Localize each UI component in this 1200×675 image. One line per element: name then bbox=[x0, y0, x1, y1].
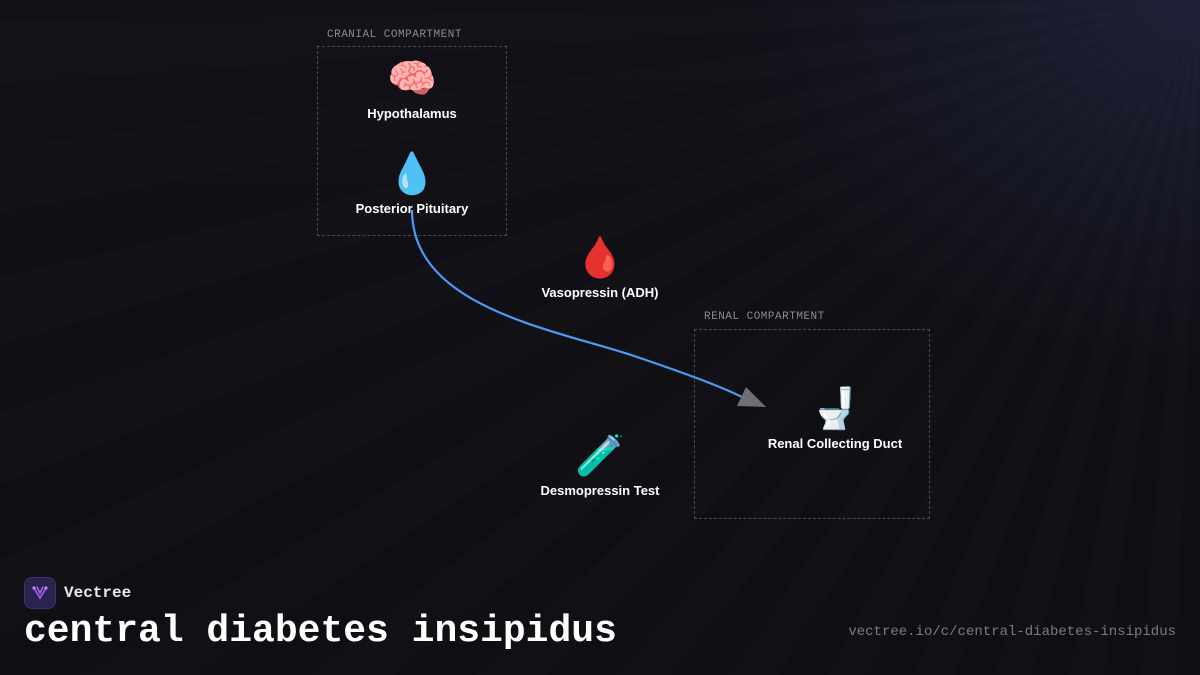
toilet-icon: 🚽 bbox=[810, 387, 860, 431]
edge-pituitary-to-collecting-duct bbox=[410, 209, 749, 401]
brand[interactable]: Vectree bbox=[24, 577, 131, 609]
node-label: Hypothalamus bbox=[367, 106, 457, 121]
node-label: Renal Collecting Duct bbox=[767, 436, 903, 451]
renal-compartment bbox=[694, 329, 930, 519]
node-vasopressin[interactable]: 🩸 Vasopressin (ADH) bbox=[510, 235, 690, 300]
node-label: Posterior Pituitary bbox=[355, 201, 469, 216]
brain-icon: 🧠 bbox=[387, 57, 437, 101]
node-desmopressin-test[interactable]: 🧪 Desmopressin Test bbox=[510, 433, 690, 498]
test-tube-icon: 🧪 bbox=[575, 434, 625, 478]
edge-arrowhead bbox=[737, 387, 766, 407]
brand-name: Vectree bbox=[64, 584, 132, 602]
vectree-logo-icon bbox=[24, 577, 56, 609]
node-hypothalamus[interactable]: 🧠 Hypothalamus bbox=[322, 56, 502, 121]
source-url[interactable]: vectree.io/c/central-diabetes-insipidus bbox=[848, 624, 1176, 640]
droplet-icon: 💧 bbox=[387, 152, 437, 196]
node-label: Vasopressin (ADH) bbox=[541, 285, 659, 300]
node-label: Desmopressin Test bbox=[540, 483, 660, 498]
cranial-compartment-label: CRANIAL COMPARTMENT bbox=[327, 29, 462, 41]
blood-drop-icon: 🩸 bbox=[575, 236, 625, 280]
node-renal-collecting-duct[interactable]: 🚽 Renal Collecting Duct bbox=[745, 386, 925, 451]
renal-compartment-label: RENAL COMPARTMENT bbox=[704, 311, 825, 323]
node-posterior-pituitary[interactable]: 💧 Posterior Pituitary bbox=[322, 151, 502, 216]
cranial-compartment bbox=[317, 46, 507, 236]
page-title: central diabetes insipidus bbox=[24, 610, 617, 653]
